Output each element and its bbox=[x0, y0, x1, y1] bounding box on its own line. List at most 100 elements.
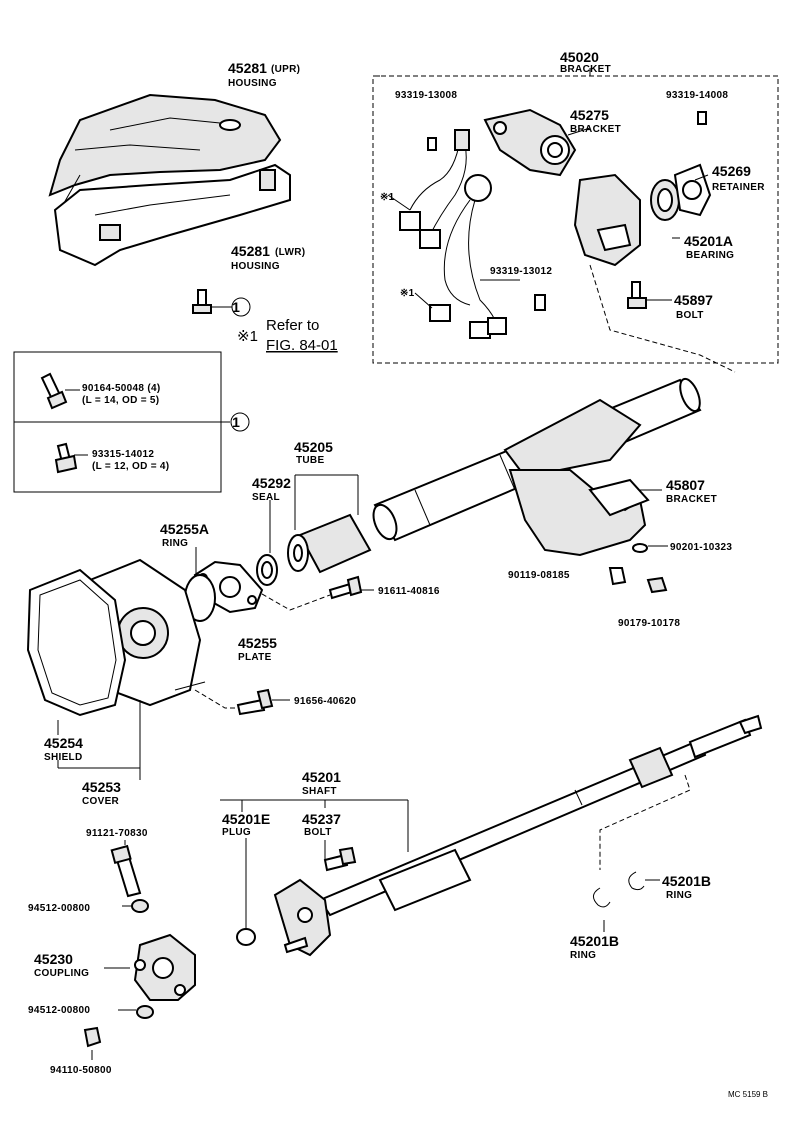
bolt-91121-drawing bbox=[110, 844, 142, 898]
svg-text:Refer to: Refer to bbox=[266, 317, 319, 334]
label-plug-45201e: 45201E PLUG bbox=[222, 811, 270, 838]
bolt-91611-drawing bbox=[328, 575, 363, 600]
wire-harness-upper-drawing bbox=[399, 129, 470, 249]
label-seal-45292: 45292 SEAL bbox=[252, 475, 291, 503]
svg-text:45255A: 45255A bbox=[160, 521, 209, 537]
bolt-91656-drawing bbox=[236, 688, 290, 716]
label-housing-lwr: 45281 (LWR) HOUSING bbox=[231, 243, 305, 272]
label-bolt-45237: 45237 BOLT bbox=[302, 811, 341, 838]
label-ring-45201b-a: 45201B RING bbox=[570, 933, 619, 961]
svg-text:(UPR): (UPR) bbox=[271, 64, 300, 75]
ring-45201b-drawing-b bbox=[628, 871, 645, 891]
shield-45254-drawing bbox=[26, 568, 127, 717]
label-90179-10178: 90179-10178 bbox=[618, 618, 680, 629]
svg-text:BRACKET: BRACKET bbox=[560, 64, 611, 75]
svg-text:(LWR): (LWR) bbox=[275, 247, 305, 258]
svg-text:BEARING: BEARING bbox=[686, 250, 734, 261]
svg-text:45807: 45807 bbox=[666, 477, 705, 493]
svg-text:45201E: 45201E bbox=[222, 811, 270, 827]
svg-text:45201A: 45201A bbox=[684, 233, 733, 249]
svg-text:(L = 14, OD = 5): (L = 14, OD = 5) bbox=[82, 395, 159, 406]
svg-text:45281: 45281 bbox=[228, 60, 267, 76]
bolt-90119-drawing bbox=[608, 567, 627, 586]
label-wire-lower: ※1 bbox=[400, 288, 415, 299]
label-93319-14008: 93319-14008 bbox=[666, 90, 728, 101]
svg-text:COVER: COVER bbox=[82, 796, 120, 807]
label-90119-08185: 90119-08185 bbox=[508, 570, 570, 581]
label-91656-40620: 91656-40620 bbox=[294, 696, 356, 707]
bolt-drawing-93319-14008 bbox=[697, 111, 707, 125]
svg-text:45237: 45237 bbox=[302, 811, 341, 827]
bearing-45201a-drawing bbox=[650, 179, 680, 221]
label-screw-93315: 93315-14012 (L = 12, OD = 4) bbox=[92, 449, 169, 472]
washer-94512-drawing-a bbox=[131, 899, 149, 913]
bolt-45237-drawing bbox=[323, 846, 357, 872]
screw-93315-drawing bbox=[54, 442, 88, 474]
housing-lower-drawing bbox=[53, 163, 291, 267]
svg-text:45275: 45275 bbox=[570, 107, 609, 123]
svg-text:45201B: 45201B bbox=[570, 933, 619, 949]
svg-text:45253: 45253 bbox=[82, 779, 121, 795]
svg-text:SHIELD: SHIELD bbox=[44, 752, 82, 763]
svg-text:PLATE: PLATE bbox=[238, 652, 272, 663]
label-bracket-45807: 45807 BRACKET bbox=[666, 477, 717, 505]
label-bearing-45201a: 45201A BEARING bbox=[684, 233, 734, 261]
washer-94512-drawing-b bbox=[136, 1005, 154, 1019]
svg-text:RING: RING bbox=[666, 890, 692, 901]
callout-label-b: 1 bbox=[232, 414, 240, 430]
label-ring-45255a: 45255A RING bbox=[160, 521, 209, 549]
refer-note: ※1 Refer to FIG. 84-01 bbox=[237, 317, 338, 354]
nut-94110-drawing bbox=[83, 1026, 102, 1048]
label-94110-50800: 94110-50800 bbox=[50, 1065, 112, 1076]
label-cover-45253: 45253 COVER bbox=[82, 779, 121, 807]
bracket-body-drawing bbox=[573, 173, 641, 267]
bracket-45807-drawing bbox=[508, 469, 650, 557]
label-ring-45201b-b: 45201B RING bbox=[662, 873, 711, 901]
bolt-45897-drawing bbox=[627, 281, 647, 309]
label-tube-45205: 45205 TUBE bbox=[294, 439, 333, 466]
plug-45201e-drawing bbox=[236, 928, 256, 946]
label-coupling-45230: 45230 COUPLING bbox=[34, 951, 89, 979]
shaft-45201-drawing bbox=[318, 714, 763, 917]
label-retainer-45269: 45269 RETAINER bbox=[712, 163, 765, 193]
screw-drawing-housing bbox=[192, 289, 232, 314]
svg-text:45281: 45281 bbox=[231, 243, 270, 259]
svg-text:HOUSING: HOUSING bbox=[231, 261, 280, 272]
screw-90164-drawing bbox=[40, 372, 80, 410]
svg-text:45205: 45205 bbox=[294, 439, 333, 455]
svg-text:45254: 45254 bbox=[44, 735, 83, 751]
ring-45201b-drawing-a bbox=[593, 887, 611, 908]
svg-text:BRACKET: BRACKET bbox=[570, 124, 621, 135]
svg-text:COUPLING: COUPLING bbox=[34, 968, 89, 979]
bracket-45020-group-box bbox=[372, 75, 779, 364]
label-94512-00800-b: 94512-00800 bbox=[28, 1005, 90, 1016]
label-wire-upper: ※1 bbox=[380, 192, 395, 203]
label-93319-13008: 93319-13008 bbox=[395, 90, 457, 101]
svg-text:SEAL: SEAL bbox=[252, 492, 280, 503]
svg-text:45292: 45292 bbox=[252, 475, 291, 491]
part-90201-drawing bbox=[632, 543, 648, 553]
wire-harness-lower-drawing bbox=[429, 174, 507, 339]
column-tube-drawing bbox=[372, 377, 702, 542]
svg-text:45255: 45255 bbox=[238, 635, 277, 651]
svg-text:SHAFT: SHAFT bbox=[302, 786, 337, 797]
svg-text:RING: RING bbox=[570, 950, 596, 961]
label-90201-10323: 90201-10323 bbox=[670, 542, 732, 553]
svg-text:45230: 45230 bbox=[34, 951, 73, 967]
label-shaft-45201: 45201 SHAFT bbox=[302, 769, 341, 797]
yoke-drawing bbox=[273, 878, 332, 957]
label-bracket-45275: 45275 BRACKET bbox=[570, 107, 621, 135]
svg-text:RETAINER: RETAINER bbox=[712, 182, 765, 193]
svg-text:(L = 12, OD = 4): (L = 12, OD = 4) bbox=[92, 461, 169, 472]
svg-text:BOLT: BOLT bbox=[304, 827, 332, 838]
tube-45205-drawing bbox=[287, 513, 372, 574]
svg-text:TUBE: TUBE bbox=[296, 455, 324, 466]
svg-text:※1: ※1 bbox=[237, 328, 258, 345]
svg-text:45269: 45269 bbox=[712, 163, 751, 179]
label-housing-upr: 45281 (UPR) HOUSING bbox=[228, 60, 300, 89]
label-shield-45254: 45254 SHIELD bbox=[44, 735, 83, 763]
callout-circle-b bbox=[230, 412, 250, 432]
label-bracket-45020: 45020 BRACKET bbox=[560, 49, 611, 75]
coupling-45230-drawing bbox=[133, 933, 196, 1001]
